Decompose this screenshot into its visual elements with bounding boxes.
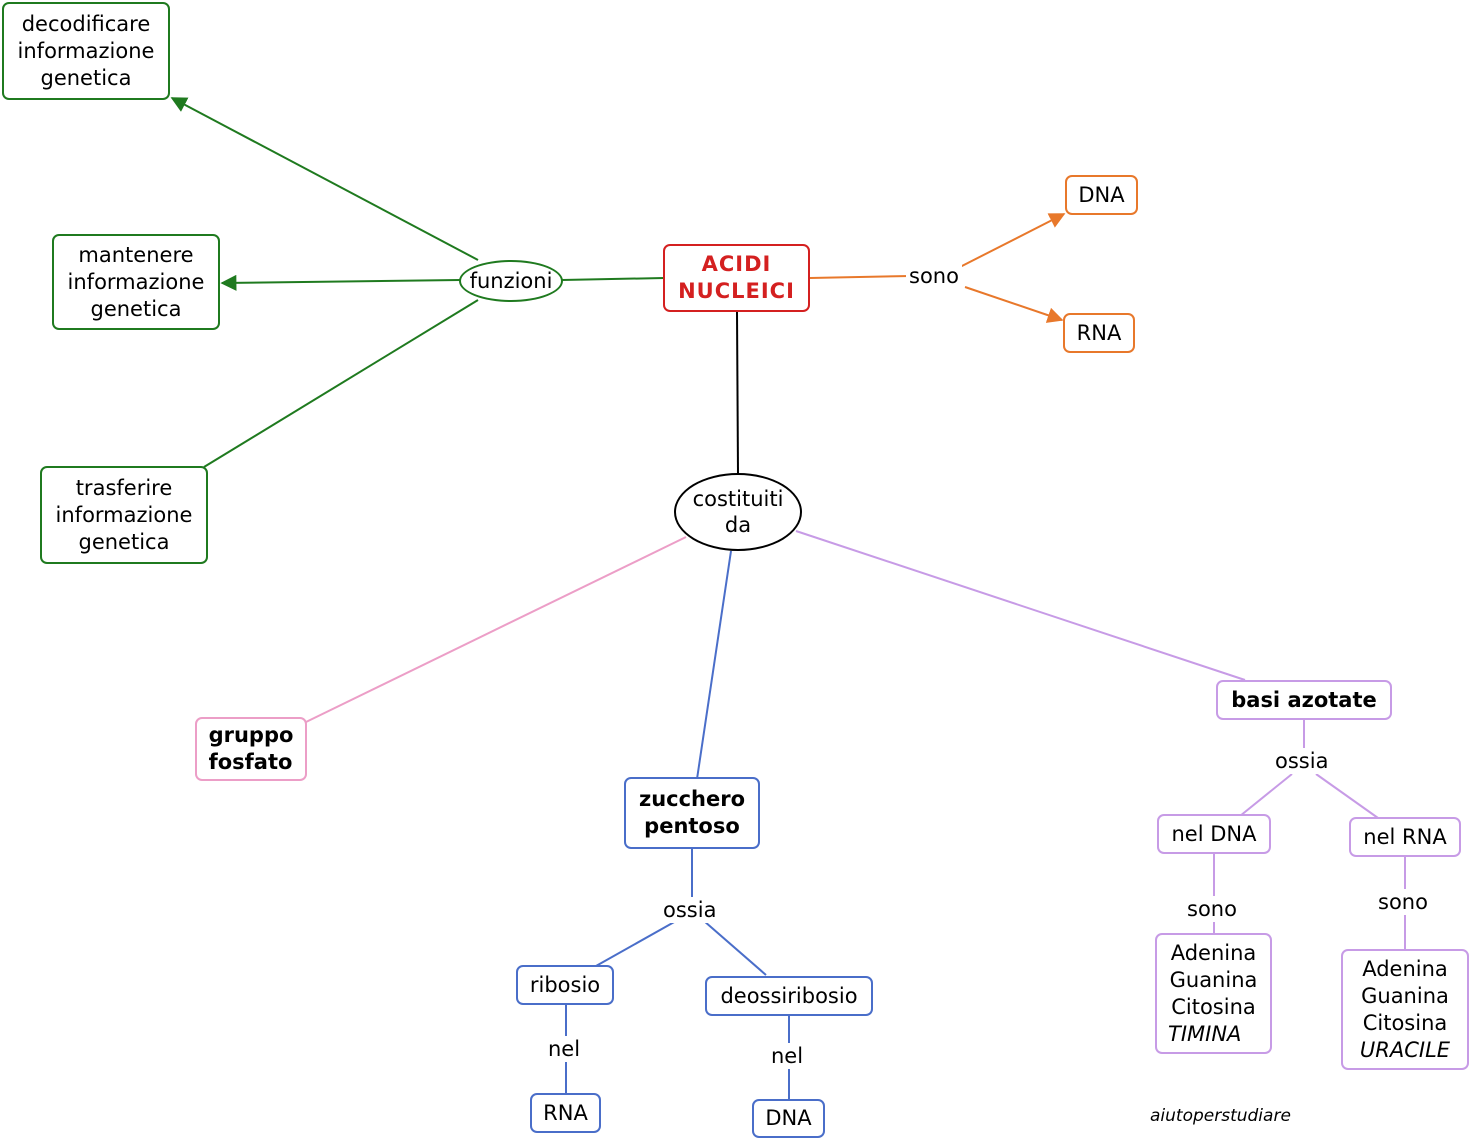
node-costituiti-da[interactable]: costituiti da (674, 473, 802, 551)
link-costituiti-fosfato (305, 536, 687, 723)
root-line-2: NUCLEICI (678, 279, 795, 303)
node-trasferire[interactable]: trasferire informazione genetica (40, 466, 208, 564)
root-line-1: ACIDI (701, 252, 772, 276)
link-costituiti-zucchero (696, 550, 732, 780)
node-funzioni[interactable]: funzioni (459, 260, 563, 302)
node-nel-rna[interactable]: nel RNA (1349, 817, 1461, 857)
node-mantenere[interactable]: mantenere informazione genetica (52, 234, 220, 330)
dna-base-special: TIMINA (1168, 1021, 1242, 1046)
node-rna-bases-list[interactable]: Adenina Guanina Citosina URACILE (1341, 949, 1469, 1070)
dna-base-1: Adenina (1170, 940, 1257, 965)
node-zucchero-pentoso[interactable]: zucchero pentoso (624, 777, 760, 849)
rna-base-special: URACILE (1359, 1037, 1451, 1062)
link-sono-rna (964, 286, 1064, 323)
rna-base-1: Adenina (1362, 956, 1448, 981)
node-rna-type[interactable]: RNA (1063, 313, 1135, 353)
label-sono-rna-bases: sono (1375, 889, 1431, 915)
rna-base-3: Citosina (1362, 1010, 1448, 1035)
link-costituiti-basi (795, 530, 1246, 681)
link-ossia-nel-dna (1239, 773, 1293, 817)
node-dna-sugar[interactable]: DNA (752, 1099, 825, 1138)
label-sono-types: sono (906, 263, 962, 289)
node-nel-dna[interactable]: nel DNA (1157, 814, 1271, 854)
link-funzioni-trasferire (203, 299, 479, 468)
link-ossia-nel-rna (1315, 773, 1379, 819)
link-ossia-deossiribosio (703, 920, 767, 976)
link-funzioni-root (561, 277, 665, 281)
node-decodificare[interactable]: decodificare informazione genetica (2, 2, 170, 100)
node-rna-sugar[interactable]: RNA (530, 1093, 601, 1133)
dna-base-2: Guanina (1169, 967, 1258, 992)
label-sono-dna-bases: sono (1184, 896, 1240, 922)
node-dna-type[interactable]: DNA (1065, 175, 1138, 215)
node-basi-azotate[interactable]: basi azotate (1216, 680, 1392, 720)
dna-base-3: Citosina (1171, 994, 1256, 1019)
link-funzioni-decodificare (170, 97, 479, 261)
watermark: aiutoperstudiare (1150, 1106, 1291, 1126)
node-ribosio[interactable]: ribosio (516, 965, 614, 1005)
label-ossia-bases: ossia (1272, 748, 1332, 774)
label-nel-ribosio: nel (545, 1036, 584, 1062)
node-gruppo-fosfato[interactable]: gruppo fosfato (195, 717, 307, 781)
link-ossia-ribosio (595, 920, 677, 967)
link-root-costituiti (736, 311, 739, 475)
link-root-sono (809, 275, 911, 279)
node-deossiribosio[interactable]: deossiribosio (705, 976, 873, 1016)
label-nel-deossiribosio: nel (768, 1043, 807, 1069)
link-sono-dna (957, 213, 1066, 269)
node-acidi-nucleici[interactable]: ACIDI NUCLEICI (663, 244, 810, 312)
rna-base-2: Guanina (1361, 983, 1449, 1008)
link-funzioni-mantenere (220, 274, 461, 291)
label-ossia-sugar: ossia (660, 897, 720, 923)
node-dna-bases-list[interactable]: Adenina Guanina Citosina TIMINA (1155, 933, 1272, 1054)
